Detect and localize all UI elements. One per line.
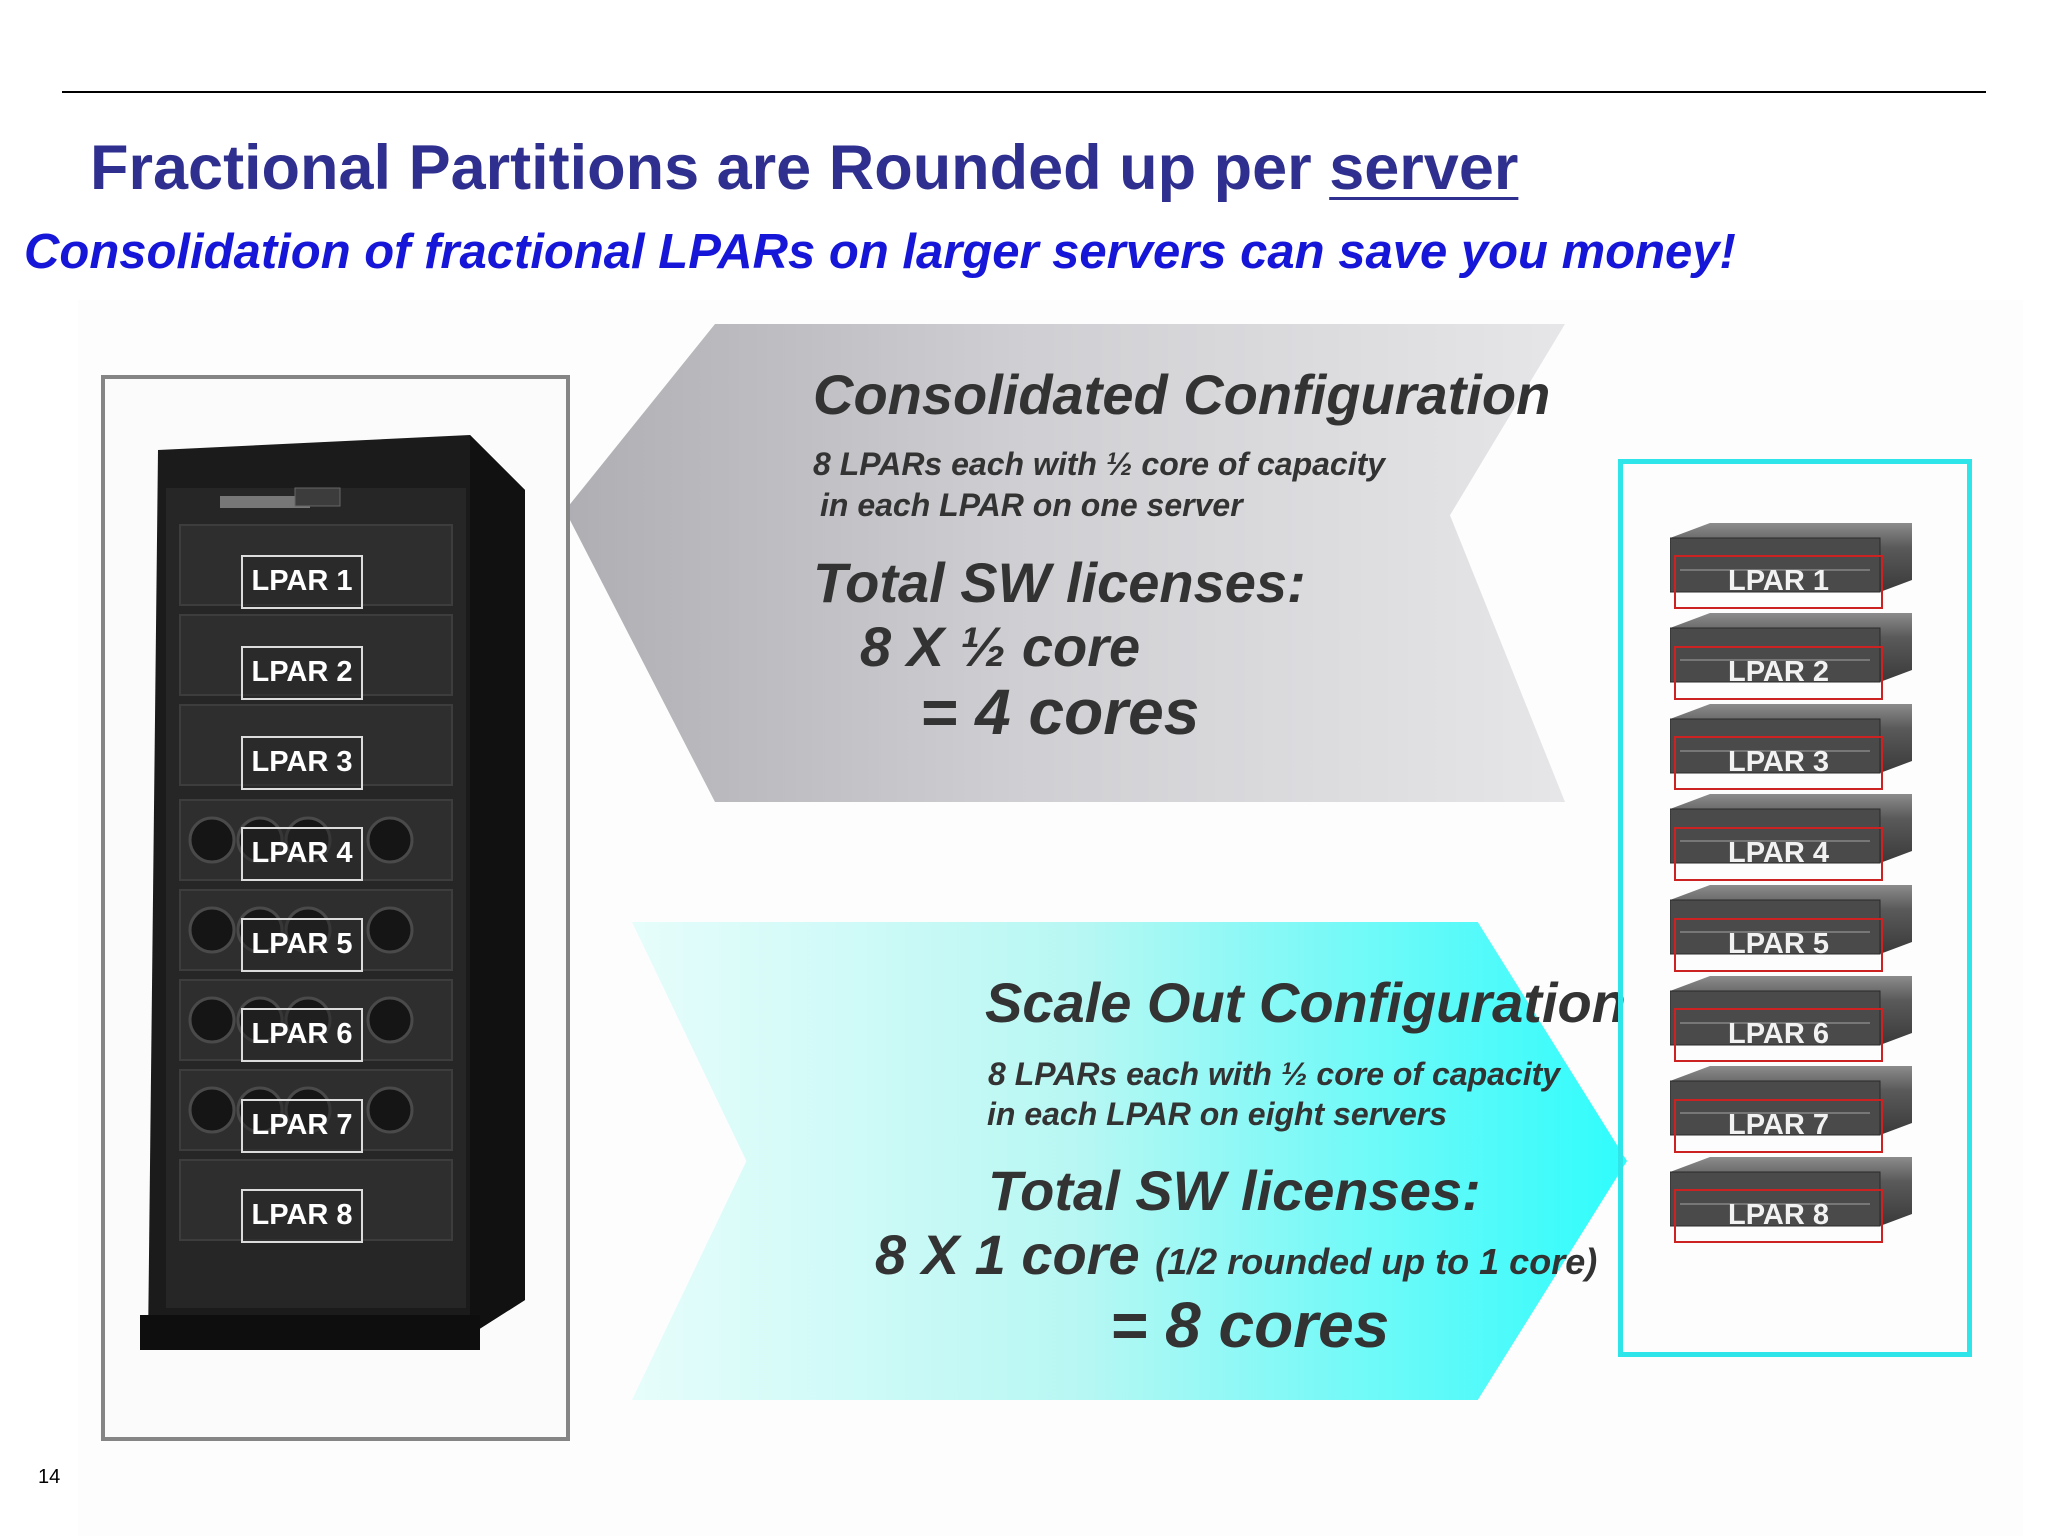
rack-lpar-label: LPAR 3 — [241, 736, 363, 790]
scale-out-desc-line1: 8 LPARs each with ½ core of capacity — [988, 1056, 1561, 1092]
rack-lpar-label: LPAR 2 — [241, 646, 363, 700]
rack-lpar-label: LPAR 4 — [241, 827, 363, 881]
scale-out-calc-main: 8 X 1 core — [875, 1223, 1140, 1286]
rack-lpar-label: LPAR 7 — [241, 1099, 363, 1153]
server-lpar-label: LPAR 6 — [1674, 1008, 1883, 1062]
scale-out-total-label: Total SW licenses: — [988, 1159, 1481, 1222]
slide-title: Fractional Partitions are Rounded up per… — [90, 132, 1518, 204]
consolidated-heading: Consolidated Configuration — [813, 363, 1551, 426]
scale-out-calc-note: (1/2 rounded up to 1 core) — [1155, 1241, 1598, 1282]
server-lpar-label: LPAR 1 — [1674, 555, 1883, 609]
server-lpar-label: LPAR 7 — [1674, 1099, 1883, 1153]
server-lpar-label: LPAR 5 — [1674, 918, 1883, 972]
consolidated-calc: 8 X ½ core — [860, 615, 1141, 678]
scale-out-servers-frame — [1618, 459, 1972, 1357]
server-lpar-label: LPAR 3 — [1674, 736, 1883, 790]
scale-out-result: = 8 cores — [1110, 1289, 1390, 1361]
scale-out-calc: 8 X 1 core (1/2 rounded up to 1 core) — [875, 1222, 1597, 1287]
consolidated-result: = 4 cores — [920, 676, 1200, 748]
rack-lpar-label: LPAR 1 — [241, 555, 363, 609]
scale-out-desc-line2: in each LPAR on eight servers — [987, 1096, 1447, 1132]
server-lpar-label: LPAR 8 — [1674, 1189, 1883, 1243]
page-number: 14 — [38, 1466, 61, 1488]
consolidated-desc-line1: 8 LPARs each with ½ core of capacity — [813, 446, 1386, 482]
server-lpar-label: LPAR 4 — [1674, 827, 1883, 881]
consolidated-arrow — [565, 324, 1565, 802]
consolidated-desc-line2: in each LPAR on one server — [820, 487, 1243, 523]
server-lpar-label: LPAR 2 — [1674, 646, 1883, 700]
rack-lpar-label: LPAR 6 — [241, 1008, 363, 1062]
top-rule — [62, 91, 1986, 93]
rack-lpar-label: LPAR 5 — [241, 918, 363, 972]
rack-lpar-label: LPAR 8 — [241, 1189, 363, 1243]
slide-subtitle: Consolidation of fractional LPARs on lar… — [24, 225, 1736, 279]
scale-out-arrow — [632, 922, 1627, 1400]
title-emphasis: server — [1329, 133, 1519, 203]
title-text: Fractional Partitions are Rounded up per — [90, 133, 1330, 203]
consolidated-total-label: Total SW licenses: — [813, 551, 1306, 614]
scale-out-heading: Scale Out Configuration — [985, 971, 1626, 1034]
